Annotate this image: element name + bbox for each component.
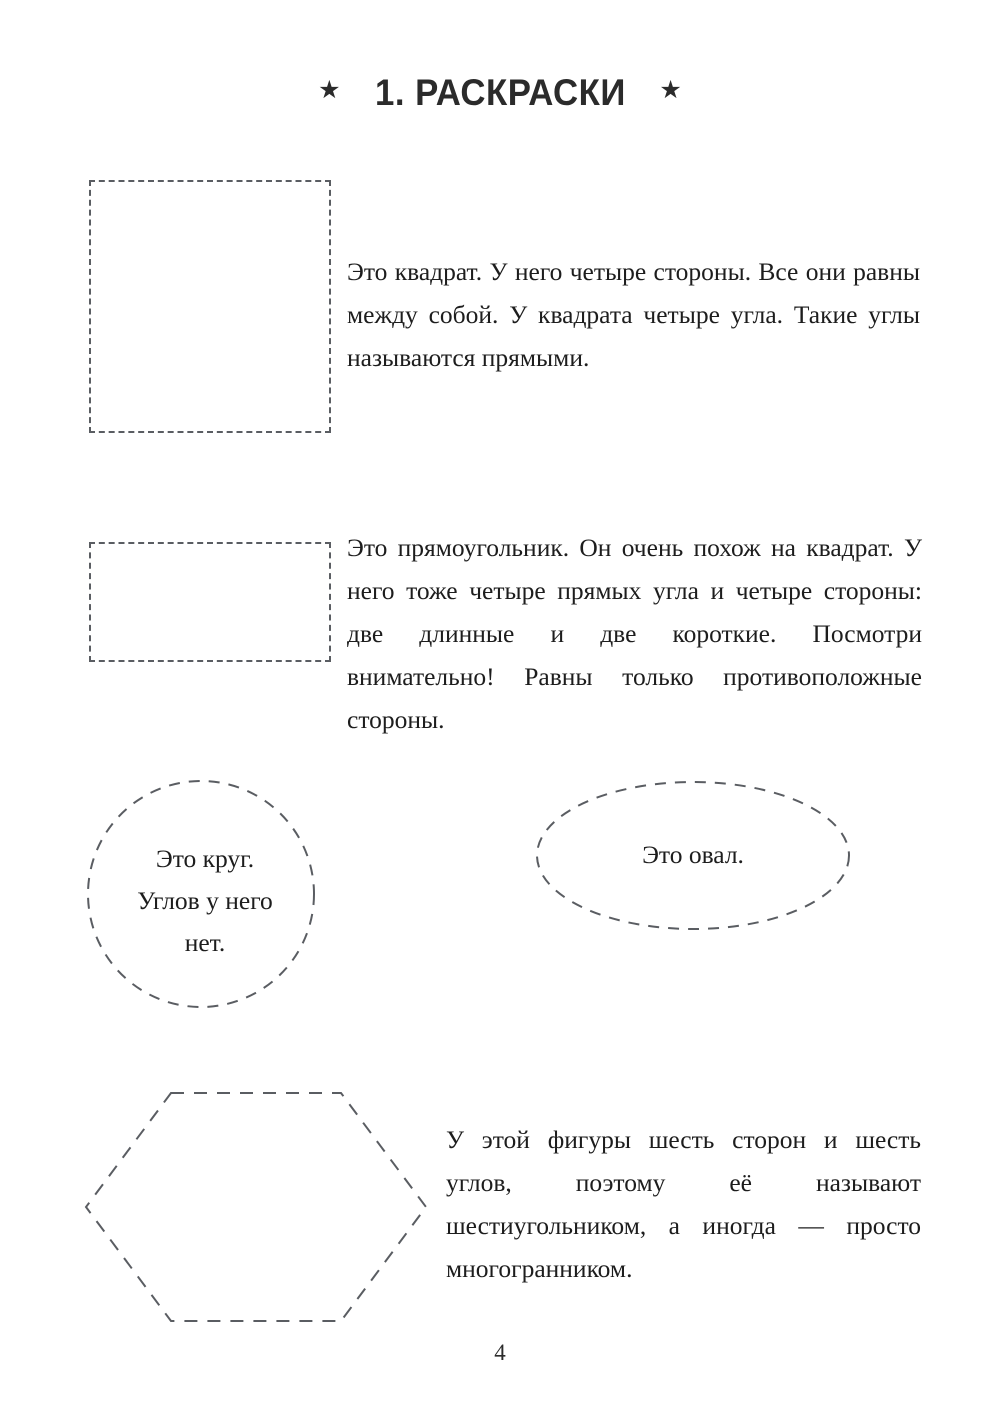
dashed-oval-shape[interactable] xyxy=(535,780,851,931)
circle-label-line-2: Углов у него xyxy=(137,886,273,915)
circle-label-line-1: Это круг. xyxy=(155,844,255,873)
circle-label: Это круг. Углов у него нет. xyxy=(86,838,324,964)
page-title-text: 1. РАСКРАСКИ xyxy=(374,72,626,113)
page-title: ★ 1. РАСКРАСКИ ★ xyxy=(0,72,1000,114)
dashed-rectangle-shape[interactable] xyxy=(89,542,331,662)
oval-label: Это овал. xyxy=(535,834,851,876)
square-description-text: Это квадрат. У него четыре стороны. Все … xyxy=(347,250,920,379)
circle-label-line-3: нет. xyxy=(184,928,226,957)
hexagon-description-text: У этой фигуры шесть сторон и шесть углов… xyxy=(446,1118,921,1290)
dashed-square-shape[interactable] xyxy=(89,180,331,433)
square-description-paragraph: Это квадрат. У него четыре стороны. Все … xyxy=(347,257,920,372)
hexagon-description-paragraph: У этой фигуры шесть сторон и шесть углов… xyxy=(446,1125,921,1283)
dashed-hexagon-shape[interactable] xyxy=(83,1090,429,1324)
page-number: 4 xyxy=(494,1340,506,1365)
oval-label-line-1: Это овал. xyxy=(642,840,744,869)
rectangle-description-paragraph: Это прямоугольник. Он очень похож на ква… xyxy=(347,533,922,734)
star-icon-left: ★ xyxy=(318,76,341,104)
star-icon-right: ★ xyxy=(659,76,682,104)
rectangle-description-text: Это прямоугольник. Он очень похож на ква… xyxy=(347,526,922,741)
dashed-circle-shape[interactable] xyxy=(86,779,316,1009)
